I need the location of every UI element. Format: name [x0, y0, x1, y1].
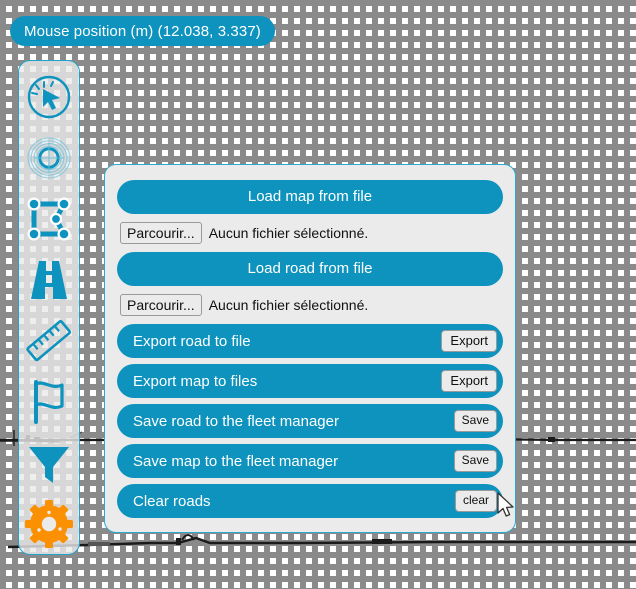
mouse-position-label: Mouse position (m) (12.038, 3.337) — [24, 22, 261, 40]
road-vertex — [372, 539, 392, 544]
ruler-icon — [25, 318, 73, 364]
grid-line-horizontal — [0, 547, 636, 548]
save-map-button[interactable]: Save — [453, 450, 497, 472]
export-map-to-files-label: Export map to files — [133, 372, 258, 390]
load-map-browse-button[interactable]: Parcourir... — [120, 221, 202, 245]
map-road-io-panel: Load map from file Parcourir... Aucun fi… — [104, 164, 516, 533]
export-map-button[interactable]: Export — [441, 369, 497, 393]
export-road-button[interactable]: Export — [441, 329, 497, 353]
load-road-from-file-button[interactable]: Load road from file — [117, 252, 503, 286]
load-map-file-input[interactable]: Parcourir... Aucun fichier sélectionné. — [117, 220, 503, 246]
left-tool-palette[interactable] — [18, 60, 80, 555]
export-road-to-file-row[interactable]: Export road to file Export — [117, 324, 503, 358]
road-vertex — [88, 542, 110, 546]
grid-line-vertical — [100, 0, 101, 589]
grid-line-vertical — [607, 0, 608, 589]
grid-line-horizontal — [0, 118, 636, 119]
tool-locate-target[interactable] — [20, 128, 78, 189]
clear-roads-row[interactable]: Clear roads clear — [117, 484, 503, 518]
filter-funnel-icon — [25, 439, 73, 487]
grid-line-horizontal — [0, 79, 636, 80]
load-road-file-status: Aucun fichier sélectionné. — [208, 297, 369, 313]
tool-cursor-select[interactable] — [20, 67, 78, 128]
save-road-button[interactable]: Save — [453, 410, 497, 432]
tool-ruler[interactable] — [20, 311, 78, 372]
gear-icon — [24, 499, 74, 549]
cursor-select-icon — [26, 74, 72, 120]
export-map-to-files-row[interactable]: Export map to files Export — [117, 364, 503, 398]
load-map-file-status: Aucun fichier sélectionné. — [208, 225, 369, 241]
load-road-row: Load road from file — [117, 252, 503, 286]
clear-roads-button[interactable]: clear — [454, 490, 497, 512]
grid-line-horizontal — [0, 40, 636, 41]
save-map-fleet-manager-label: Save map to the fleet manager — [133, 452, 339, 470]
tool-flag[interactable] — [20, 371, 78, 432]
load-map-row: Load map from file — [117, 180, 503, 214]
export-road-to-file-label: Export road to file — [133, 332, 251, 350]
road-marker — [181, 534, 195, 541]
polygon-edit-icon — [26, 196, 72, 242]
tool-settings[interactable] — [20, 493, 78, 554]
road-path — [7, 536, 636, 549]
tool-filter[interactable] — [20, 432, 78, 493]
save-map-fleet-manager-row[interactable]: Save map to the fleet manager Save — [117, 444, 503, 478]
grid-line-horizontal — [0, 157, 636, 158]
tool-road[interactable] — [20, 250, 78, 311]
load-map-from-file-button[interactable]: Load map from file — [117, 180, 503, 214]
save-road-fleet-manager-row[interactable]: Save road to the fleet manager Save — [117, 404, 503, 438]
road-icon — [25, 257, 73, 303]
load-road-file-input[interactable]: Parcourir... Aucun fichier sélectionné. — [117, 292, 503, 318]
grid-line-vertical — [568, 0, 569, 589]
grid-line-horizontal — [0, 586, 636, 587]
road-vertex — [548, 437, 555, 442]
load-road-browse-button[interactable]: Parcourir... — [120, 293, 202, 317]
grid-line-vertical — [529, 0, 530, 589]
flag-icon — [26, 378, 72, 426]
clear-roads-label: Clear roads — [133, 492, 211, 510]
save-road-fleet-manager-label: Save road to the fleet manager — [133, 412, 339, 430]
locate-target-icon — [25, 135, 73, 181]
tool-polygon-edit[interactable] — [20, 189, 78, 250]
mouse-position-badge: Mouse position (m) (12.038, 3.337) — [10, 16, 275, 46]
